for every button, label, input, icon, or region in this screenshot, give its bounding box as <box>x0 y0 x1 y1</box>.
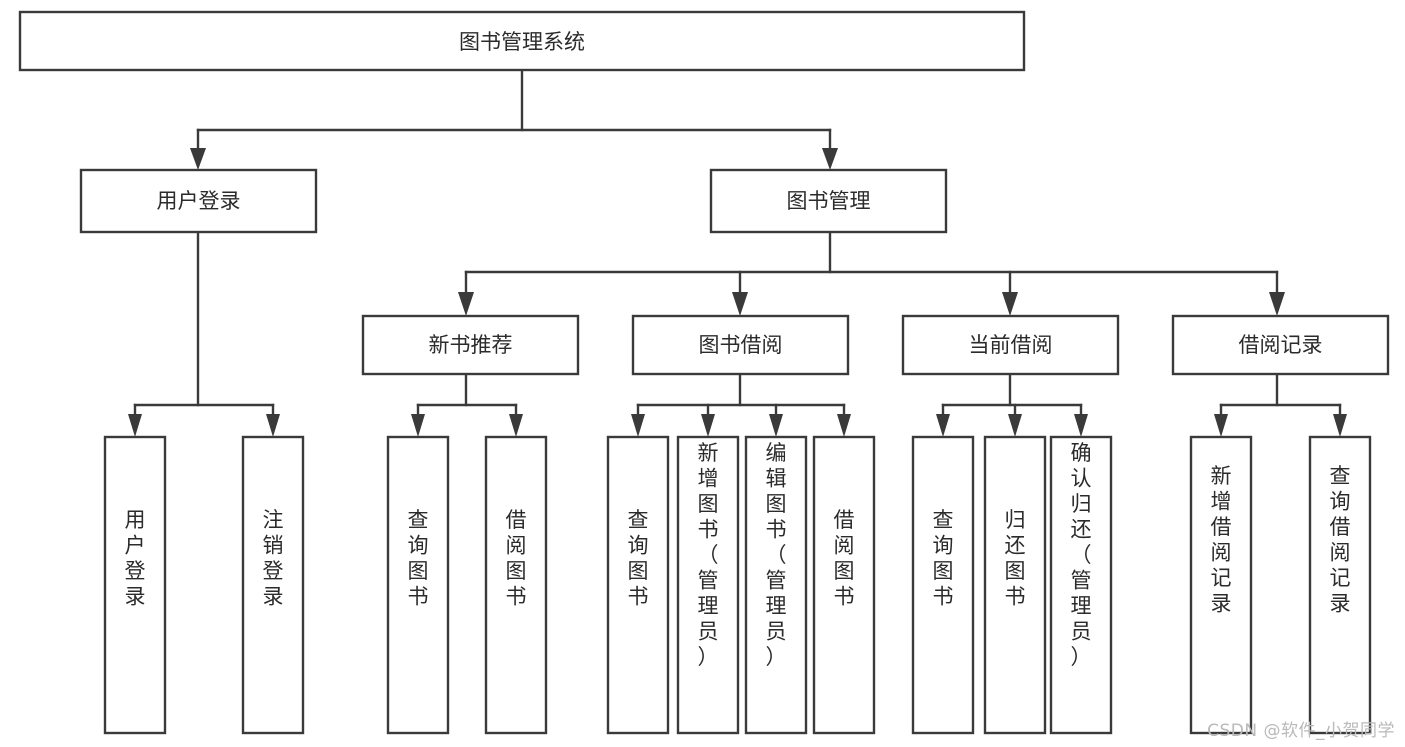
node-leaf-query-book-borrow[interactable]: 查询图书 <box>606 435 670 735</box>
node-leaf-query-book-recommend-label: 查询图书 <box>408 508 429 609</box>
arrow-head-leaf-logout-login <box>266 414 280 437</box>
node-leaf-return-book-box[interactable] <box>983 435 1047 735</box>
arrow-head-leaf-user-login <box>128 414 142 437</box>
arrow-head-borrow-record <box>1269 292 1285 316</box>
arrow-head-leaf-add-borrow-record <box>1214 414 1228 437</box>
node-root-label: 图书管理系统 <box>459 30 585 54</box>
node-current-borrow-box[interactable] <box>901 314 1120 376</box>
node-leaf-query-book-borrow-box[interactable] <box>606 435 670 735</box>
node-user-login[interactable]: 用户登录 <box>79 168 318 234</box>
arrow-head-user-login <box>190 148 206 170</box>
node-leaf-query-book-borrow-label: 查询图书 <box>628 508 649 609</box>
node-leaf-logout-login-label: 注销登录 <box>263 508 284 609</box>
connector-group-book-manage-to-level3 <box>458 230 1285 316</box>
node-book-borrow[interactable]: 图书借阅 <box>631 314 850 376</box>
connector-group-root-to-level2 <box>190 68 838 170</box>
node-leaf-borrow-book-recommend[interactable]: 借阅图书 <box>484 435 548 735</box>
node-user-login-box[interactable] <box>79 168 318 234</box>
node-leaf-return-book[interactable]: 归还图书 <box>983 435 1047 735</box>
node-leaf-borrow-book-recommend-label: 借阅图书 <box>506 508 527 609</box>
node-leaf-query-book-current[interactable]: 查询图书 <box>911 435 975 735</box>
arrow-head-leaf-query-book-recommend <box>411 414 425 437</box>
node-leaf-add-book-admin-label: 新增图书（管理员） <box>698 441 719 669</box>
node-book-borrow-label: 图书借阅 <box>699 333 783 357</box>
arrow-head-book-borrow <box>732 292 748 316</box>
node-leaf-edit-book-admin-box[interactable] <box>744 435 808 735</box>
connector-group-book-borrow-leaves <box>631 372 851 437</box>
node-leaf-logout-login[interactable]: 注销登录 <box>241 435 305 735</box>
node-book-manage-label: 图书管理 <box>787 189 871 213</box>
node-leaf-query-book-recommend[interactable]: 查询图书 <box>386 435 450 735</box>
node-book-borrow-box[interactable] <box>631 314 850 376</box>
arrow-head-leaf-add-book-admin <box>701 414 715 437</box>
node-new-book-recommend[interactable]: 新书推荐 <box>361 314 580 376</box>
arrow-head-leaf-edit-book-admin <box>769 414 783 437</box>
node-leaf-query-borrow-record-box[interactable] <box>1308 435 1372 735</box>
arrow-head-current-borrow <box>1002 292 1018 316</box>
node-leaf-borrow-book[interactable]: 借阅图书 <box>812 435 876 735</box>
arrow-head-leaf-borrow-book-recommend <box>509 414 523 437</box>
arrow-head-new-book-recommend <box>458 292 474 316</box>
arrow-head-leaf-borrow-book <box>837 414 851 437</box>
node-leaf-user-login[interactable]: 用户登录 <box>103 435 167 735</box>
node-leaf-confirm-return-admin-box[interactable] <box>1049 435 1113 735</box>
node-root[interactable]: 图书管理系统 <box>18 10 1026 72</box>
arrow-head-book-manage <box>822 148 838 170</box>
connector-group-current-borrow-leaves <box>936 372 1088 437</box>
node-leaf-user-login-box[interactable] <box>103 435 167 735</box>
arrow-head-leaf-confirm-return-admin <box>1074 414 1088 437</box>
node-current-borrow[interactable]: 当前借阅 <box>901 314 1120 376</box>
node-borrow-record-label: 借阅记录 <box>1239 333 1323 357</box>
node-leaf-query-borrow-record[interactable]: 查询借阅记录 <box>1308 435 1372 735</box>
arrow-head-leaf-query-book-borrow <box>631 414 645 437</box>
node-leaf-query-borrow-record-label: 查询借阅记录 <box>1330 464 1351 616</box>
node-leaf-add-borrow-record-box[interactable] <box>1189 435 1253 735</box>
node-leaf-query-book-current-label: 查询图书 <box>933 508 954 609</box>
node-new-book-recommend-box[interactable] <box>361 314 580 376</box>
node-borrow-record-box[interactable] <box>1171 314 1390 376</box>
node-leaf-borrow-book-label: 借阅图书 <box>834 508 855 609</box>
node-leaf-add-book-admin[interactable]: 新增图书（管理员） <box>676 435 740 735</box>
node-book-manage-box[interactable] <box>709 168 948 234</box>
node-leaf-add-borrow-record-label: 新增借阅记录 <box>1211 464 1232 616</box>
node-leaf-query-book-current-box[interactable] <box>911 435 975 735</box>
node-leaf-confirm-return-admin-label: 确认归还（管理员） <box>1071 441 1092 669</box>
arrow-head-leaf-query-book-current <box>936 414 950 437</box>
node-leaf-logout-login-box[interactable] <box>241 435 305 735</box>
node-book-manage[interactable]: 图书管理 <box>709 168 948 234</box>
connector-group-new-book-recommend-leaves <box>411 372 523 437</box>
node-leaf-user-login-label: 用户登录 <box>125 508 146 609</box>
arrow-head-leaf-return-book <box>1008 414 1022 437</box>
connector-group-user-login-leaves <box>128 230 280 437</box>
arrow-head-leaf-query-borrow-record <box>1333 414 1347 437</box>
csdn-watermark: CSDN @软件_小贺同学 <box>1207 721 1395 741</box>
node-borrow-record[interactable]: 借阅记录 <box>1171 314 1390 376</box>
node-leaf-borrow-book-recommend-box[interactable] <box>484 435 548 735</box>
node-leaf-borrow-book-box[interactable] <box>812 435 876 735</box>
node-leaf-edit-book-admin[interactable]: 编辑图书（管理员） <box>744 435 808 735</box>
node-current-borrow-label: 当前借阅 <box>969 333 1053 357</box>
node-leaf-confirm-return-admin[interactable]: 确认归还（管理员） <box>1049 435 1113 735</box>
node-root-box[interactable] <box>18 10 1026 72</box>
node-leaf-query-book-recommend-box[interactable] <box>386 435 450 735</box>
node-leaf-return-book-label: 归还图书 <box>1005 508 1026 609</box>
node-leaf-add-borrow-record[interactable]: 新增借阅记录 <box>1189 435 1253 735</box>
node-leaf-add-book-admin-box[interactable] <box>676 435 740 735</box>
node-leaf-edit-book-admin-label: 编辑图书（管理员） <box>766 441 787 669</box>
node-user-login-label: 用户登录 <box>157 189 241 213</box>
connector-group-borrow-record-leaves <box>1214 372 1347 437</box>
node-new-book-recommend-label: 新书推荐 <box>429 333 513 357</box>
